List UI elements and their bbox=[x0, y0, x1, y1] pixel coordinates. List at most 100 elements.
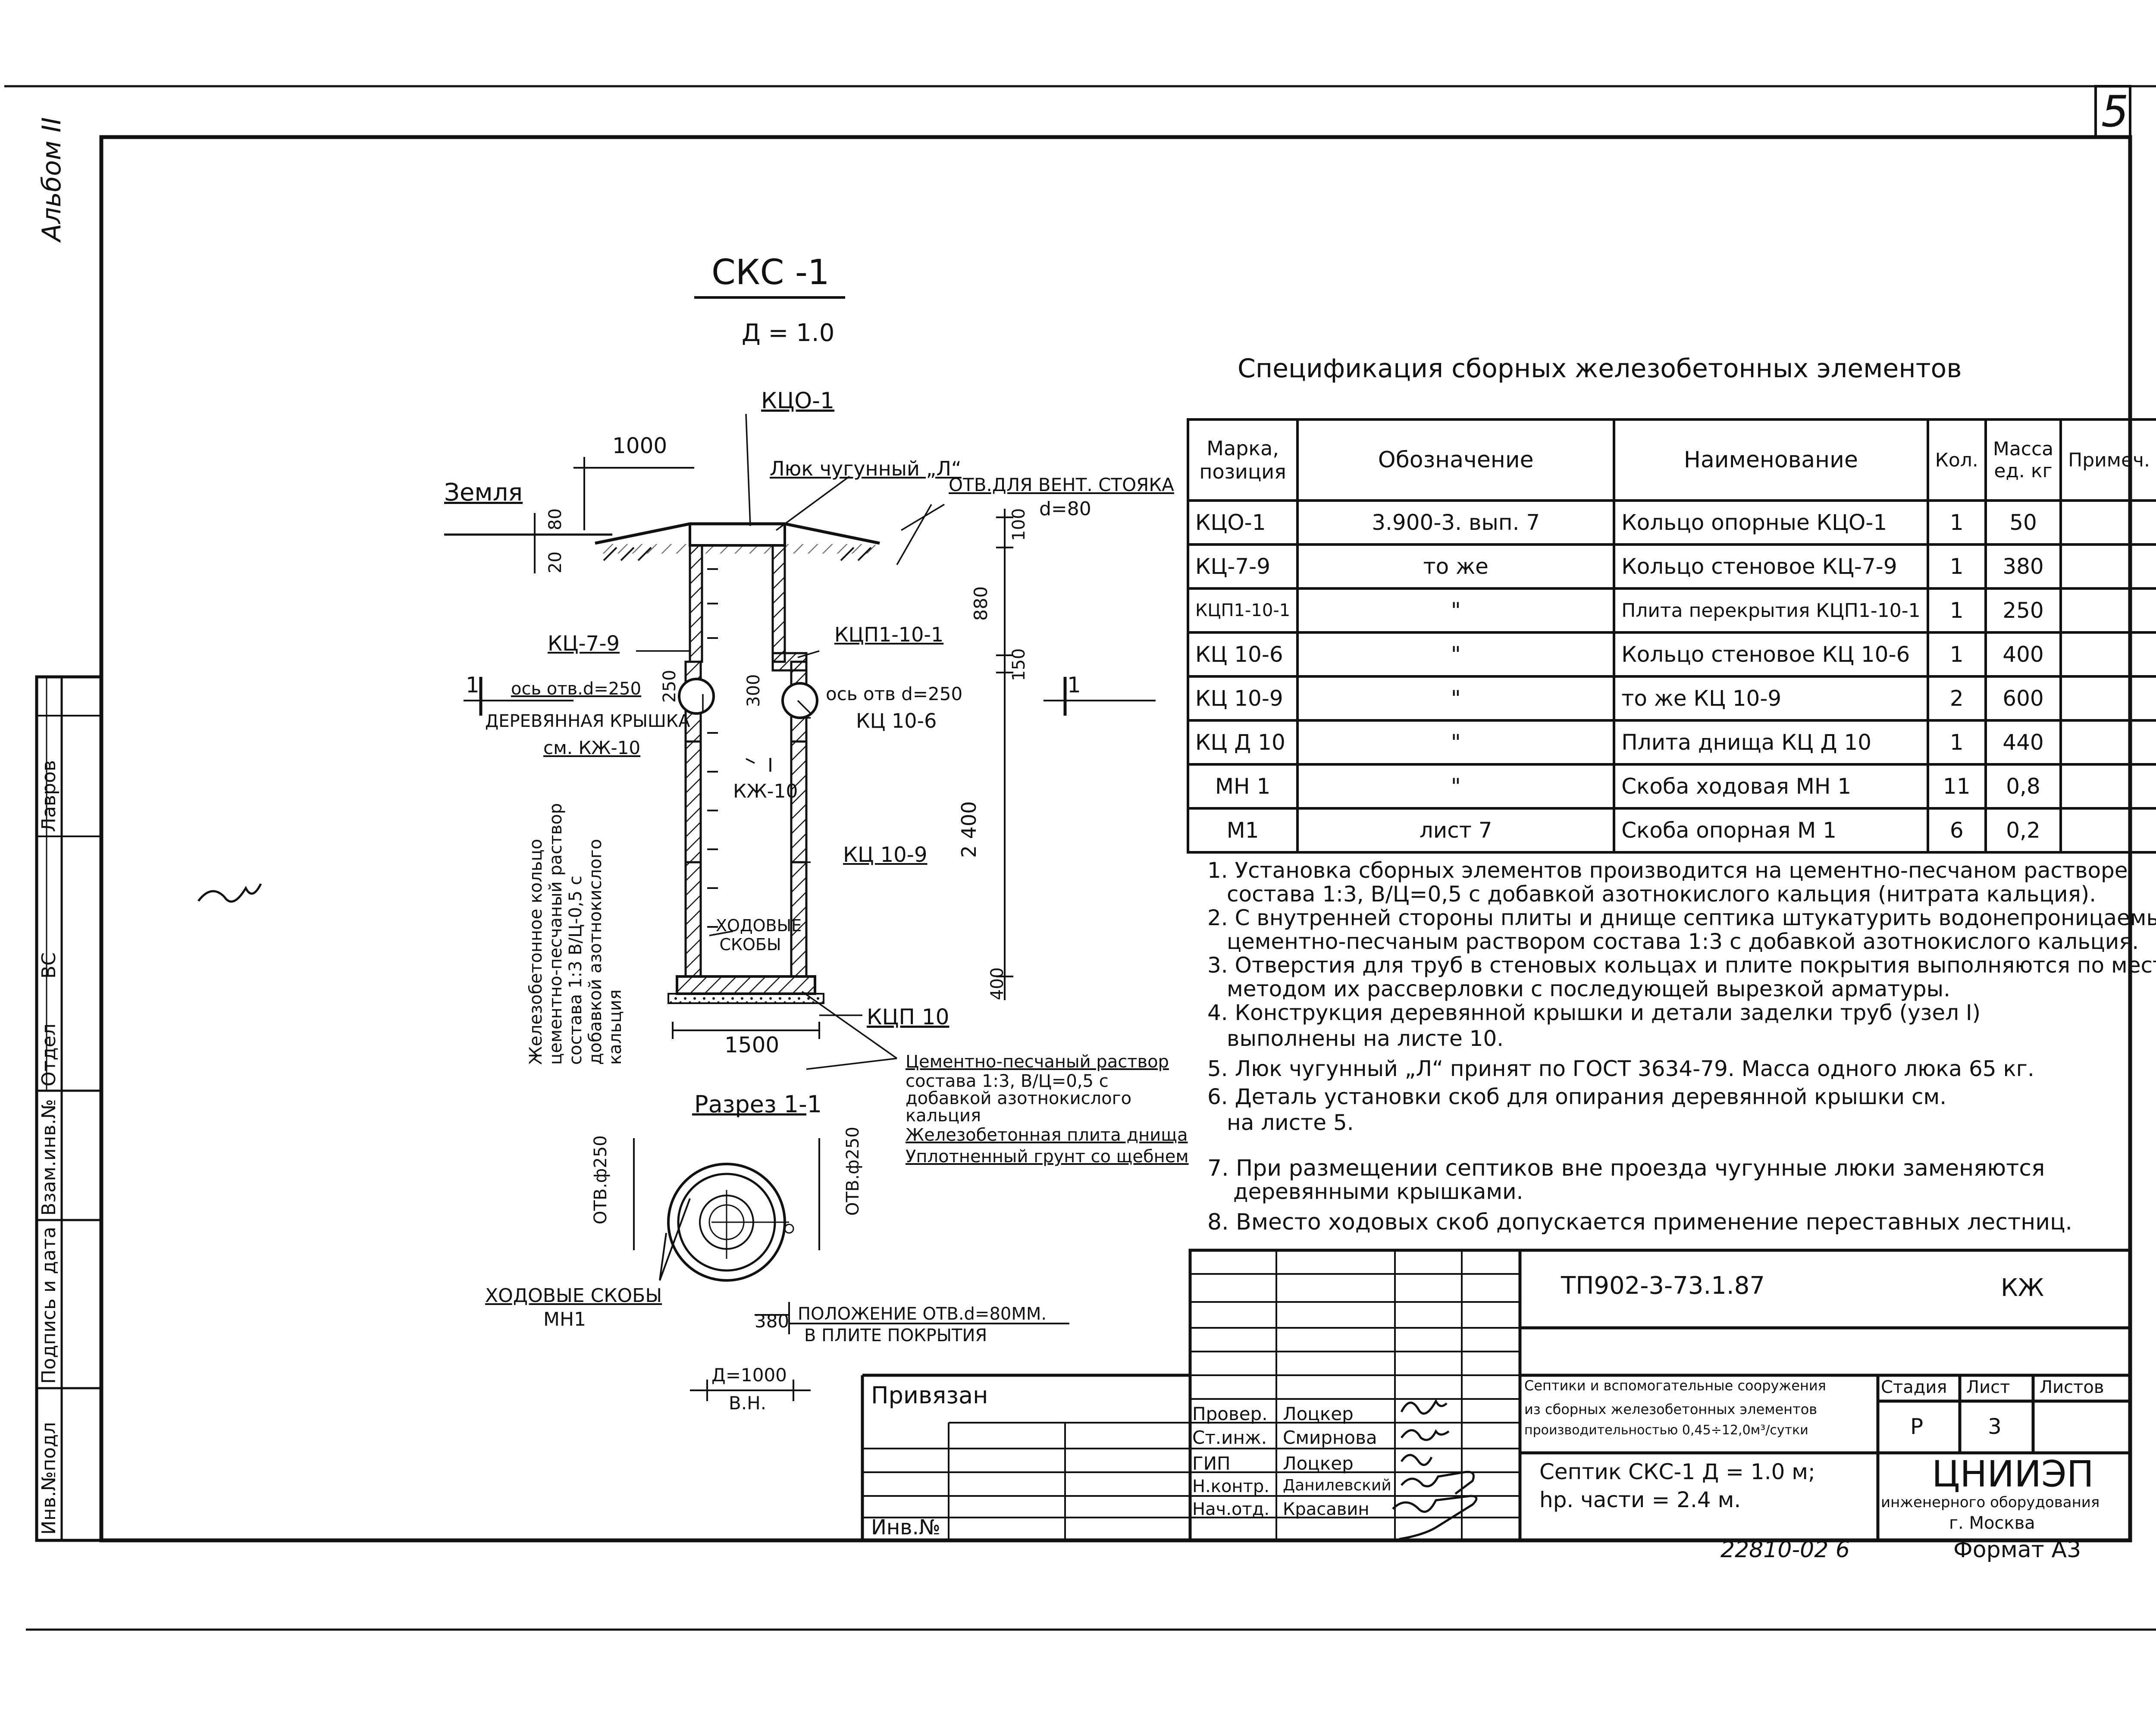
spec-cell: 6 bbox=[1926, 807, 1987, 854]
note-line: выполнены на листе 10. bbox=[1227, 1026, 1504, 1051]
note-line: 2. С внутренней стороны плиты и днище се… bbox=[1207, 905, 2156, 930]
spec-cell: то же КЦ 10-9 bbox=[1613, 675, 1929, 722]
project-desc-1: Септики и вспомогательные сооружения bbox=[1524, 1377, 1826, 1394]
strip-otdel: Отдел bbox=[38, 1023, 60, 1086]
spec-cell: Скоба опорная М 1 bbox=[1613, 807, 1929, 854]
spec-cell: 0,2 bbox=[1984, 807, 2062, 854]
spec-cell: 1 bbox=[1926, 543, 1987, 590]
spec-cell: " bbox=[1296, 675, 1616, 722]
section-vent-pos-1: ПОЛОЖЕНИЕ ОТВ.d=80ММ. bbox=[798, 1304, 1047, 1324]
spec-cell bbox=[2059, 675, 2156, 722]
spec-header-note: Примеч. bbox=[2059, 418, 2156, 502]
label-axis-hole-right: ось отв d=250 bbox=[826, 683, 963, 704]
label-kc-10-9: КЦ 10-9 bbox=[843, 843, 928, 867]
spec-cell: Кольцо стеновое КЦ-7-9 bbox=[1613, 543, 1929, 590]
dim-400: 400 bbox=[987, 967, 1007, 1000]
section-hole-right: ОТВ.ф250 bbox=[843, 1126, 863, 1216]
section-dim-380: 380 bbox=[755, 1311, 790, 1332]
role-label: Н.контр. bbox=[1192, 1477, 1269, 1496]
label-dim-1000: 1000 bbox=[612, 433, 667, 458]
label-wooden-cover: ДЕРЕВЯННАЯ КРЫШКА bbox=[485, 711, 690, 731]
table-row: КЦО-1 3.900-3. вып. 7 Кольцо опорные КЦО… bbox=[1186, 499, 2156, 546]
note-line: 7. При размещении септиков вне проезда ч… bbox=[1207, 1155, 2045, 1181]
spec-header-qty: Кол. bbox=[1926, 418, 1987, 502]
section-dim-d1000: Д=1000 bbox=[711, 1364, 787, 1386]
spec-cell: 3.900-3. вып. 7 bbox=[1296, 499, 1616, 546]
spec-cell bbox=[2059, 719, 2156, 766]
note-line: на листе 5. bbox=[1227, 1110, 1354, 1135]
dim-300: 300 bbox=[744, 674, 764, 707]
spec-table: Марка, позиция Обозначение Наименование … bbox=[1186, 418, 2156, 854]
doc-mark: КЖ bbox=[2001, 1274, 2044, 1302]
mortar-note-4: кальция bbox=[906, 1106, 981, 1126]
table-row: МН 1 " Скоба ходовая МН 1 11 0,8 bbox=[1186, 763, 2156, 810]
label-node-I: I bbox=[768, 754, 773, 776]
spec-cell: КЦ 10-9 bbox=[1186, 675, 1299, 722]
spec-cell: 400 bbox=[1984, 631, 2062, 678]
spec-cell: 1 bbox=[1926, 719, 1987, 766]
section-mark-right: 1 bbox=[1067, 673, 1081, 698]
dim-880: 880 bbox=[970, 586, 991, 621]
label-kcp-1-10-1: КЦП1-10-1 bbox=[834, 623, 944, 646]
spec-cell: Скоба ходовая МН 1 bbox=[1613, 763, 1929, 810]
spec-cell: 2 bbox=[1926, 675, 1987, 722]
spec-cell bbox=[2059, 587, 2156, 634]
table-row: КЦ-7-9 то же Кольцо стеновое КЦ-7-9 1 38… bbox=[1186, 543, 2156, 590]
spec-cell bbox=[2059, 763, 2156, 810]
note-line: цементно-песчаным раствором состава 1:3 … bbox=[1227, 929, 2139, 954]
label-ground: Земля bbox=[444, 479, 523, 507]
label-kc-7-9: КЦ-7-9 bbox=[548, 632, 620, 656]
sheet-header: Лист bbox=[1966, 1377, 2010, 1397]
label-kzh-10: КЖ-10 bbox=[733, 780, 798, 802]
sheet-title-2: hр. части = 2.4 м. bbox=[1539, 1487, 1741, 1512]
role-label: Нач.отд. bbox=[1192, 1499, 1270, 1519]
spec-cell: 380 bbox=[1984, 543, 2062, 590]
strip-podpis-data: Подпись и дата bbox=[38, 1227, 60, 1384]
note-line: 8. Вместо ходовых скоб допускается приме… bbox=[1207, 1209, 2073, 1235]
spec-cell: 250 bbox=[1984, 587, 2062, 634]
spec-cell bbox=[2059, 807, 2156, 854]
spec-title: Спецификация сборных железобетонных элем… bbox=[1238, 354, 1962, 384]
section-steps-mark: МН1 bbox=[543, 1308, 586, 1330]
spec-cell: 0,8 bbox=[1984, 763, 2062, 810]
strip-vzam-inv: Взам.инв.№ bbox=[38, 1099, 60, 1216]
dim-20: 20 bbox=[545, 551, 565, 573]
spec-cell: КЦП1-10-1 bbox=[1186, 587, 1299, 634]
label-see-kzh10: см. КЖ-10 bbox=[543, 737, 641, 758]
label-kcp-10: КЦП 10 bbox=[867, 1004, 950, 1029]
spec-cell bbox=[2059, 631, 2156, 678]
spec-cell: " bbox=[1296, 631, 1616, 678]
sheet-number-box bbox=[2094, 85, 2131, 138]
dim-2400: 2 400 bbox=[957, 801, 981, 858]
dim-150: 150 bbox=[1009, 648, 1029, 681]
label-kc-10-6: КЦ 10-6 bbox=[856, 709, 937, 732]
stage-header: Стадия bbox=[1881, 1377, 1947, 1397]
spec-cell bbox=[2059, 543, 2156, 590]
signer-name: Лоцкер bbox=[1283, 1453, 1354, 1474]
note-line: 5. Люк чугунный „Л“ принят по ГОСТ 3634-… bbox=[1207, 1056, 2034, 1081]
org-city: г. Москва bbox=[1949, 1513, 2035, 1533]
section-steps: ХОДОВЫЕ СКОБЫ bbox=[485, 1285, 662, 1307]
spec-cell: 600 bbox=[1984, 675, 2062, 722]
spec-cell: 50 bbox=[1984, 499, 2062, 546]
note-line: составa 1:3, В/Ц=0,5 с добавкой азотноки… bbox=[1227, 882, 2096, 907]
table-row: КЦП1-10-1 " Плита перекрытия КЦП1-10-1 1… bbox=[1186, 587, 2156, 634]
section-hole-left: ОТВ.ф250 bbox=[591, 1135, 611, 1224]
privyazan-label: Привязан bbox=[871, 1382, 988, 1409]
mortar-note-5: Железобетонная плита днища bbox=[906, 1125, 1188, 1145]
spec-cell: МН 1 bbox=[1186, 763, 1299, 810]
table-row: КЦ 10-9 " то же КЦ 10-9 2 600 bbox=[1186, 675, 2156, 722]
spec-header-designation: Обозначение bbox=[1296, 418, 1616, 502]
sheet-value: 3 bbox=[1988, 1414, 2002, 1439]
section-vn: В.Н. bbox=[729, 1392, 767, 1414]
table-row: М1 лист 7 Скоба опорная М 1 6 0,2 bbox=[1186, 807, 2156, 854]
section-vent-pos-2: В ПЛИТЕ ПОКРЫТИЯ bbox=[804, 1326, 987, 1346]
spec-cell: лист 7 bbox=[1296, 807, 1616, 854]
inv-no-label: Инв.№ bbox=[871, 1515, 940, 1540]
spec-cell: Плита днища КЦ Д 10 bbox=[1613, 719, 1929, 766]
mortar-note-1: Цементно-песчаный раствор bbox=[906, 1052, 1169, 1072]
spec-cell: КЦ Д 10 bbox=[1186, 719, 1299, 766]
label-axis-hole-left: ось отв.d=250 bbox=[511, 679, 642, 699]
mortar-note-3: добавкой азотнокислого bbox=[906, 1089, 1132, 1108]
spec-cell: КЦ 10-6 bbox=[1186, 631, 1299, 678]
